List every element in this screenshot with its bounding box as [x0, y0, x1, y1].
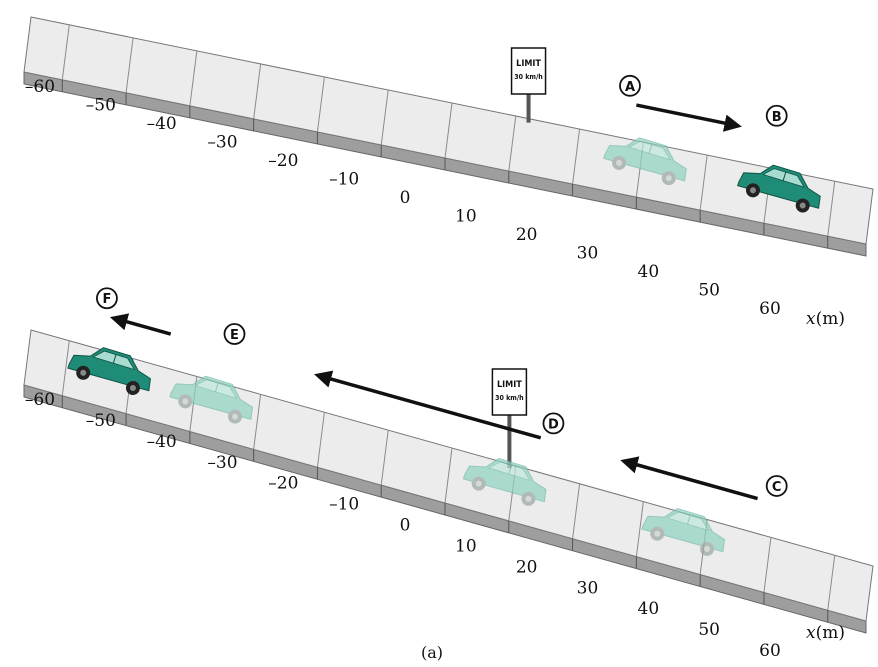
svg-text:A: A — [625, 80, 635, 95]
speed-limit-sign — [491, 368, 528, 416]
axis-tick-label: 10 — [455, 207, 477, 227]
slab-divider — [444, 102, 453, 159]
axis-tick-label: 30 — [577, 578, 599, 598]
axis-tick-label: 20 — [516, 557, 538, 577]
motion-arrow — [109, 313, 172, 336]
sign-line2: 30 km/h — [495, 394, 524, 402]
axis-tick-label: 0 — [400, 516, 411, 536]
motion-arrow — [314, 370, 542, 440]
axis-tick-label: 60 — [759, 299, 781, 319]
axis-tick-label: –40 — [147, 114, 177, 134]
marker-f: F — [96, 287, 118, 310]
slab-divider — [572, 483, 581, 539]
top-diagram: LIMIT 30 km/h –60 –50 –40 –30 –20 –10 0 10 20 30 40 5… — [23, 16, 874, 329]
axis-tick-label: –40 — [147, 432, 177, 452]
slab-divider — [508, 115, 517, 172]
car-ghost — [603, 137, 687, 186]
axis-tick-label: –20 — [268, 151, 298, 171]
slab-divider — [125, 37, 134, 93]
marker-a: A — [619, 74, 641, 97]
axis-tick-label: –10 — [329, 495, 359, 515]
speed-limit-sign — [510, 47, 547, 95]
slab-divider — [572, 128, 581, 185]
slab-divider — [316, 412, 325, 468]
figure-caption: (a) — [421, 643, 443, 662]
marker-e: E — [223, 323, 246, 345]
sign-line1: LIMIT — [497, 380, 522, 390]
slab-divider — [61, 24, 70, 80]
axis-tick-label: 60 — [759, 641, 781, 661]
car-ghost — [169, 375, 254, 424]
slab-divider — [699, 155, 708, 211]
slab-divider — [189, 50, 198, 106]
axis-tick-label: –30 — [207, 133, 237, 153]
slab-divider — [61, 340, 70, 396]
axis-tick-label: 0 — [400, 188, 411, 208]
axis-tick-label: 50 — [698, 281, 720, 301]
slab-divider — [253, 63, 262, 119]
axis-tick-label: 30 — [577, 244, 599, 264]
axis-tick-label: 20 — [516, 225, 538, 245]
svg-text:C: C — [772, 480, 782, 495]
axis-tick-label: –10 — [329, 170, 359, 190]
axis-tick-label: –50 — [86, 411, 116, 431]
car-ghost — [641, 507, 726, 556]
slab-divider — [827, 555, 836, 611]
axis-tick-label: 10 — [455, 536, 477, 556]
marker-c: C — [765, 475, 788, 497]
axis-tick-label: 50 — [698, 620, 720, 640]
sign-line1: LIMIT — [516, 59, 541, 69]
slab-divider — [827, 181, 836, 237]
slab-divider — [253, 394, 262, 450]
axis-tick-label: –60 — [25, 390, 55, 410]
axis-tick-label: 40 — [638, 262, 660, 282]
slab-divider — [380, 89, 389, 146]
marker-d: D — [542, 412, 565, 435]
svg-text:E: E — [230, 328, 239, 343]
axis-tick-label: –20 — [268, 474, 298, 494]
svg-text:D: D — [548, 417, 559, 432]
axis-tick-label: –50 — [86, 96, 116, 116]
car — [737, 164, 821, 213]
svg-text:F: F — [102, 292, 111, 307]
axis-label: x(m) — [806, 623, 845, 643]
axis-label: x(m) — [806, 309, 845, 329]
sign-line2: 30 km/h — [514, 73, 543, 81]
car — [67, 347, 151, 395]
marker-b: B — [765, 104, 788, 127]
slab-divider — [380, 430, 389, 486]
slab-divider — [763, 537, 772, 593]
motion-arrow — [636, 103, 742, 132]
slab-divider — [316, 76, 325, 133]
bottom-diagram: LIMIT 30 km/h –60 –50 –40 –30 –20 –10 0 10 20 30 40 5… — [23, 287, 874, 661]
axis-tick-label: –30 — [207, 453, 237, 473]
slab-divider — [444, 447, 453, 504]
motion-arrow — [620, 456, 759, 501]
car-ghost — [462, 457, 547, 506]
axis-tick-label: –60 — [25, 77, 55, 97]
svg-text:B: B — [772, 110, 782, 125]
slab-divider — [635, 501, 644, 557]
axis-tick-label: 40 — [638, 599, 660, 619]
